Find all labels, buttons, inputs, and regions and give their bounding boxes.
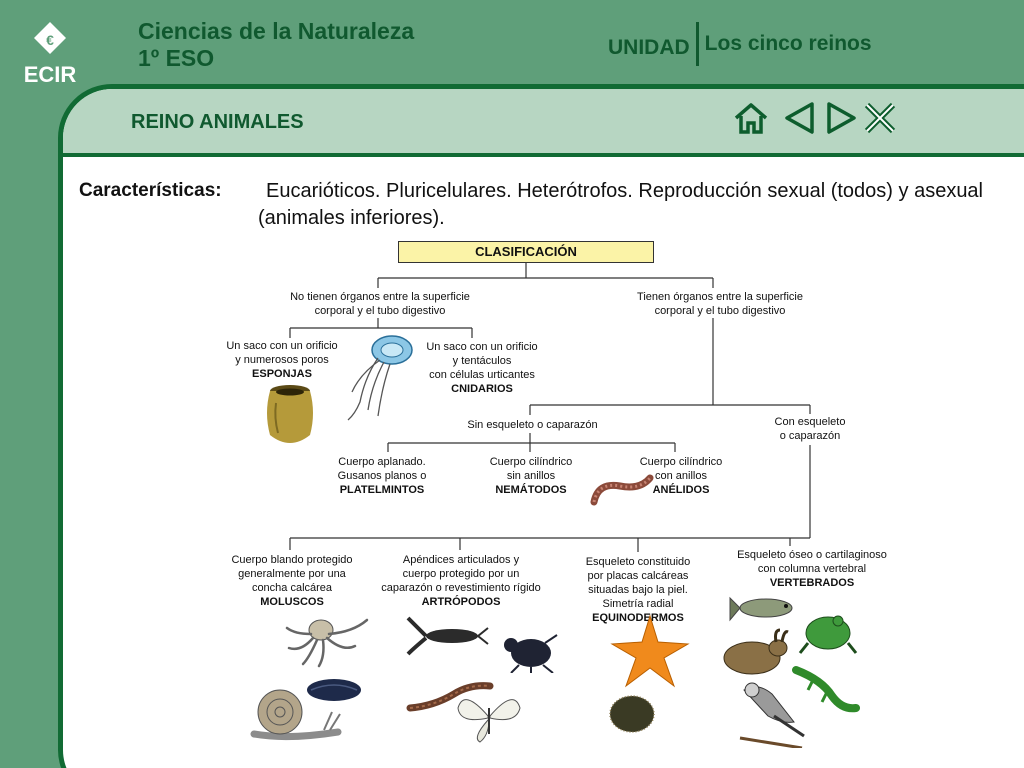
snail-illustration	[250, 689, 342, 741]
forward-icon[interactable]	[823, 101, 859, 135]
characteristics-label: Características:	[79, 180, 222, 201]
section-title: REINO ANIMALES	[131, 111, 304, 133]
unit-header: UNIDAD Los cinco reinos	[608, 22, 872, 66]
unit-label: UNIDAD	[608, 36, 690, 59]
app-title-level: 1º ESO	[138, 45, 215, 71]
back-icon[interactable]	[782, 101, 818, 135]
octopus-illustration	[285, 618, 369, 668]
sin-esqueleto-label: Sin esqueleto o caparazón	[467, 419, 598, 431]
app-title-subject: Ciencias de la Naturaleza	[138, 18, 415, 44]
svg-text:ECIR: ECIR	[24, 62, 77, 87]
mussel-illustration	[307, 679, 361, 701]
fish-illustration	[729, 596, 793, 622]
unit-name: Los cinco reinos	[704, 32, 872, 55]
butterfly-illustration	[457, 699, 521, 743]
lizard-illustration	[792, 666, 860, 713]
earthworm-illustration	[590, 474, 654, 506]
starfish-illustration	[610, 614, 690, 688]
bird-illustration	[739, 682, 805, 748]
crayfish-illustration	[406, 616, 489, 656]
sea-urchin-illustration	[609, 695, 655, 733]
centipede-illustration	[406, 682, 494, 712]
close-icon[interactable]	[862, 101, 898, 135]
ecir-logo: € ECIR	[24, 22, 77, 87]
frog-illustration	[798, 615, 858, 654]
home-icon[interactable]	[733, 101, 769, 135]
svg-text:€: €	[46, 32, 54, 48]
rabbit-illustration	[723, 628, 789, 675]
section-band: REINO ANIMALES	[63, 89, 1024, 157]
beetle-illustration	[504, 634, 558, 673]
classification-title: CLASIFICACIÓN	[398, 241, 654, 263]
jellyfish-illustration	[347, 335, 413, 421]
unit-separator	[695, 22, 699, 66]
sponge-illustration	[267, 385, 313, 443]
app-title: Ciencias de la Naturaleza 1º ESO	[138, 18, 414, 72]
characteristics-text: Eucarióticos. Pluricelulares. Heterótrof…	[258, 180, 984, 229]
